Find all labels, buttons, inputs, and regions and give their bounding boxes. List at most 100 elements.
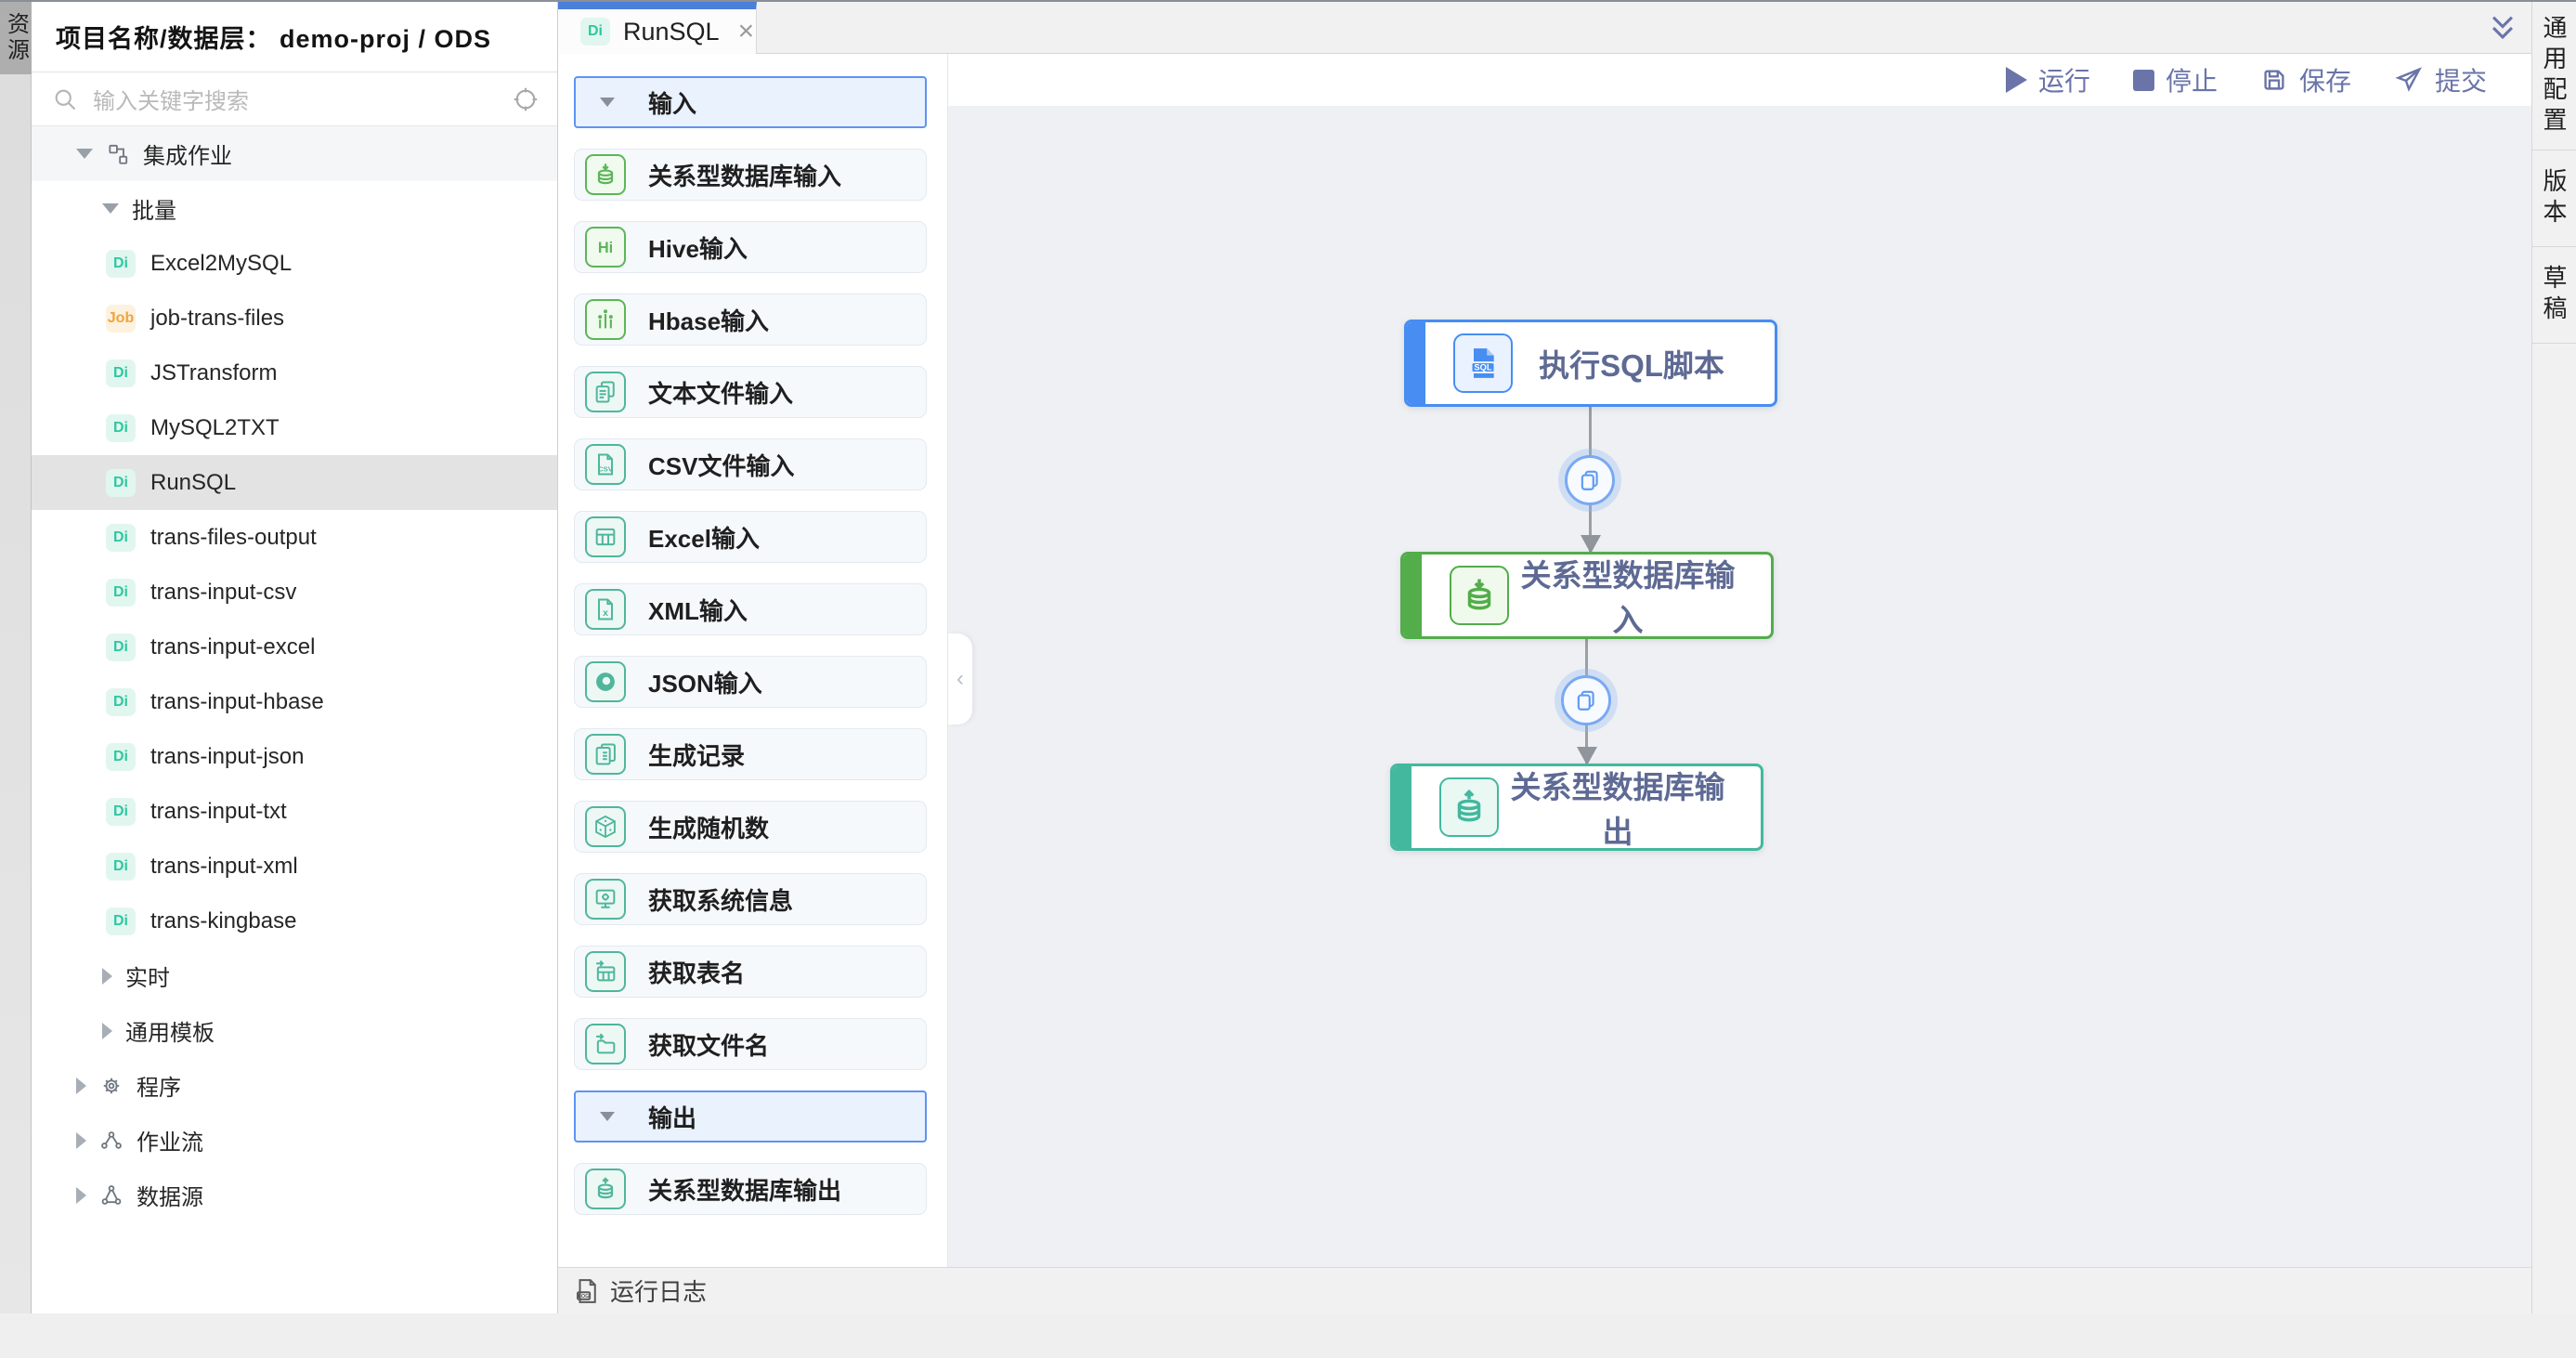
flow-canvas-area: 运行 停止 保存 提交 ‹ <box>948 54 2531 1267</box>
palette-item-gen-records[interactable]: 生成记录 <box>574 728 927 780</box>
node-db-input[interactable]: 关系型数据库输入 <box>1400 552 1774 639</box>
main-area: Di RunSQL × 输入 关系型数据库输入 Hi <box>558 2 2531 1313</box>
flow-canvas[interactable]: ‹ SQL 执行 <box>948 106 2531 1267</box>
palette-item-label: 生成随机数 <box>648 814 770 842</box>
edge-link-icon[interactable] <box>1565 455 1615 505</box>
palette-item-excel[interactable]: Excel输入 <box>574 511 927 563</box>
locate-icon[interactable] <box>513 86 539 112</box>
node-run-sql-script[interactable]: SQL 执行SQL脚本 <box>1404 320 1777 407</box>
palette-item-hive[interactable]: Hi Hive输入 <box>574 221 927 273</box>
arrowhead-icon <box>1580 535 1601 554</box>
tree-item-label: trans-input-excel <box>150 633 316 659</box>
tree-item-label: trans-kingbase <box>150 908 297 934</box>
workflow-icon <box>99 1129 124 1153</box>
caret-right-icon[interactable] <box>76 1077 86 1094</box>
search-bar[interactable]: 输入关键字搜索 <box>32 72 557 126</box>
palette-item-label: Hbase输入 <box>648 307 770 335</box>
palette-item-label: CSV文件输入 <box>648 451 795 480</box>
palette-item-csv-file[interactable]: CSV CSV文件输入 <box>574 438 927 490</box>
caret-right-icon[interactable] <box>76 1186 86 1204</box>
palette-item-db-input[interactable]: 关系型数据库输入 <box>574 149 927 201</box>
tree-item-label: trans-input-csv <box>150 579 297 605</box>
tree-item-datasources[interactable]: 数据源 <box>32 1168 557 1222</box>
di-badge: Di <box>106 249 136 278</box>
tree-item-runsql-selected[interactable]: Di RunSQL <box>32 455 557 510</box>
di-badge: Di <box>106 852 136 881</box>
collapse-palette-handle[interactable]: ‹ <box>948 633 972 725</box>
svg-text:SQL: SQL <box>1474 363 1491 372</box>
save-button[interactable]: 保存 <box>2260 61 2351 98</box>
palette-item-sysinfo[interactable]: 获取系统信息 <box>574 873 927 925</box>
tree-item-batch[interactable]: 批量 <box>32 181 557 236</box>
palette-item-db-output[interactable]: 关系型数据库输出 <box>574 1163 927 1215</box>
tree-item-programs[interactable]: 程序 <box>32 1058 557 1113</box>
run-log-bar[interactable]: LOG 运行日志 <box>558 1267 2531 1313</box>
close-icon[interactable]: × <box>737 16 755 46</box>
palette-item-label: 获取系统信息 <box>648 886 794 915</box>
tree-item-job[interactable]: Di trans-input-json <box>32 729 557 784</box>
rail-tab-versions[interactable]: 版本 <box>2532 150 2576 247</box>
di-badge: Di <box>106 468 136 497</box>
palette-item-json[interactable]: JSON输入 <box>574 656 927 708</box>
db-output-icon <box>585 1169 626 1209</box>
palette-section-output[interactable]: 输出 <box>574 1090 927 1143</box>
palette-item-xml[interactable]: x XML输入 <box>574 583 927 635</box>
db-input-icon <box>1450 566 1509 625</box>
tree-item-integration-jobs[interactable]: 集成作业 <box>32 126 557 181</box>
caret-right-icon[interactable] <box>76 1131 86 1149</box>
di-badge: Di <box>580 18 610 46</box>
caret-right-icon[interactable] <box>102 1022 112 1039</box>
palette-item-text-file[interactable]: 文本文件输入 <box>574 366 927 418</box>
tree-item-templates[interactable]: 通用模板 <box>32 1003 557 1058</box>
resources-rail-tab[interactable]: 资源 <box>0 2 32 74</box>
json-circle-icon <box>585 661 626 702</box>
table-name-icon <box>585 951 626 992</box>
edge-link-icon[interactable] <box>1561 675 1611 725</box>
tree-item-realtime[interactable]: 实时 <box>32 948 557 1003</box>
caret-right-icon[interactable] <box>102 967 112 985</box>
palette-item-label: 关系型数据库输入 <box>648 162 842 190</box>
caret-down-icon[interactable] <box>102 203 119 214</box>
caret-down-icon[interactable] <box>76 149 93 159</box>
submit-button[interactable]: 提交 <box>2394 61 2487 98</box>
stop-button[interactable]: 停止 <box>2132 61 2218 98</box>
palette-section-input[interactable]: 输入 <box>574 76 927 128</box>
tab-runsql[interactable]: Di RunSQL × <box>558 2 757 54</box>
run-button[interactable]: 运行 <box>2005 61 2090 98</box>
tree-item-label: 批量 <box>132 199 176 224</box>
paper-plane-icon <box>2395 67 2422 92</box>
caret-down-icon <box>600 98 615 107</box>
rail-tab-drafts[interactable]: 草稿 <box>2532 247 2576 344</box>
rail-tab-general-config[interactable]: 通用配置 <box>2532 2 2576 150</box>
palette-item-label: JSON输入 <box>648 669 762 698</box>
integration-icon <box>106 142 130 166</box>
db-input-icon <box>585 154 626 195</box>
palette-item-tablename[interactable]: 获取表名 <box>574 946 927 998</box>
stop-icon <box>2132 69 2154 91</box>
palette-item-hbase[interactable]: Hbase输入 <box>574 294 927 346</box>
di-badge: Di <box>106 742 136 771</box>
tree-item-workflows[interactable]: 作业流 <box>32 1113 557 1168</box>
tree-item-label: trans-input-hbase <box>150 688 324 714</box>
palette-item-random[interactable]: 生成随机数 <box>574 801 927 853</box>
palette-item-filename[interactable]: 获取文件名 <box>574 1018 927 1070</box>
tree-item-label: trans-input-json <box>150 743 305 769</box>
save-label: 保存 <box>2298 67 2351 96</box>
search-input[interactable]: 输入关键字搜索 <box>93 89 249 114</box>
node-label: 关系型数据库输出 <box>1510 770 1725 849</box>
tree-item-label: RunSQL <box>150 469 237 495</box>
collapse-panel-icon[interactable] <box>2487 13 2518 43</box>
job-badge: Job <box>106 304 136 333</box>
node-db-output[interactable]: 关系型数据库输出 <box>1390 764 1763 851</box>
